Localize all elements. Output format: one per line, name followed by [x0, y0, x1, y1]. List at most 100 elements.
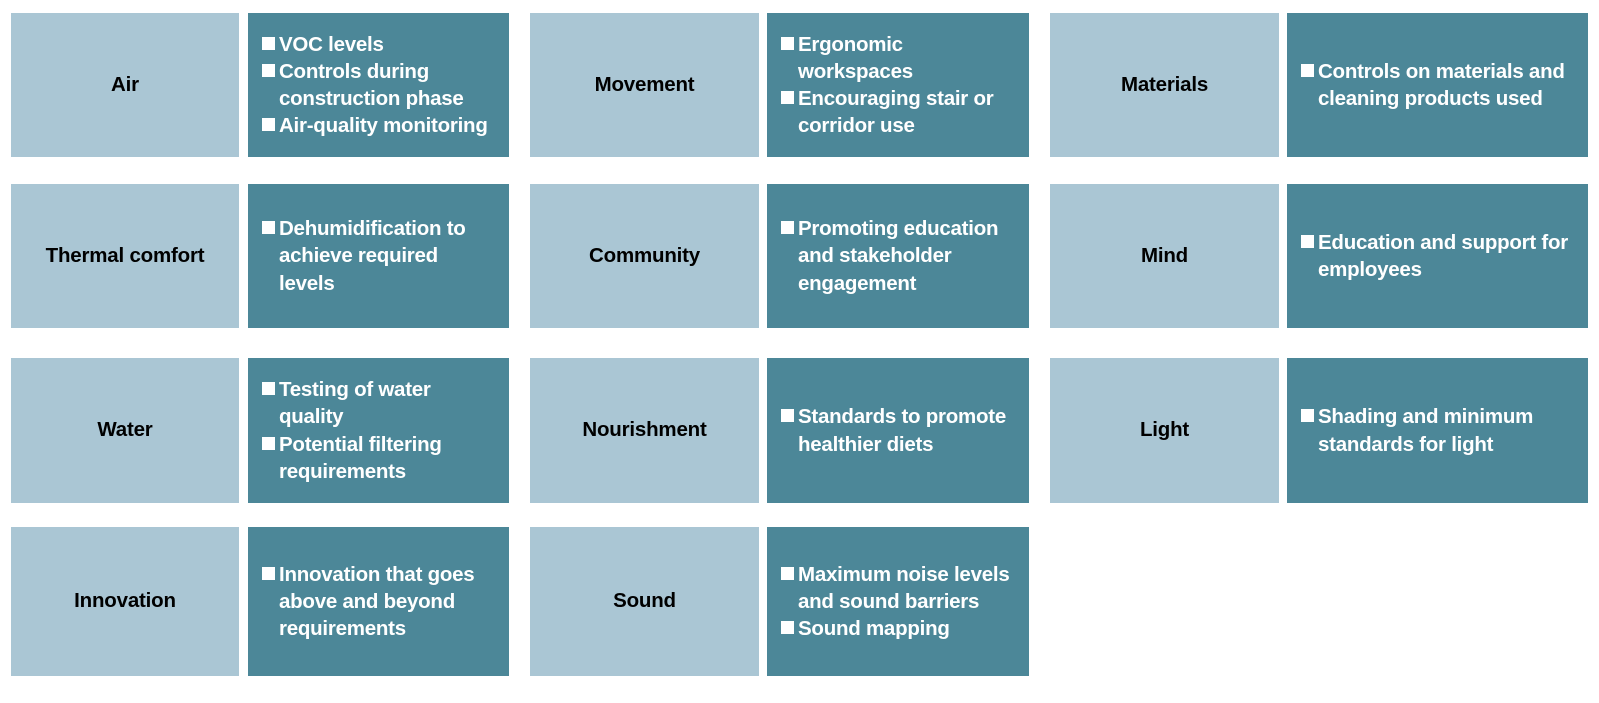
category-label: Mind [1140, 243, 1189, 267]
criteria-list: Standards to promote healthier diets [767, 403, 1029, 458]
category-label: Nourishment [582, 418, 707, 442]
criteria-list-item: VOC levels [262, 31, 497, 58]
criteria-item-text: Controls on materials and cleaning produ… [1318, 59, 1565, 110]
criteria-card[interactable]: Shading and minimum standards for light [1287, 358, 1588, 503]
criteria-list-item: Controls during construction phase [262, 58, 497, 113]
criteria-row: Thermal comfort Dehumidification to achie… [0, 184, 1599, 328]
criteria-pair: Light Shading and minimum standards for l… [1050, 358, 1588, 503]
criteria-list: Promoting education and stakeholder enga… [767, 215, 1029, 297]
category-card[interactable]: Nourishment [530, 358, 759, 503]
criteria-item-text: VOC levels [279, 32, 384, 56]
category-card[interactable]: Sound [530, 527, 759, 676]
criteria-pair: Thermal comfort Dehumidification to achie… [11, 184, 509, 328]
category-label: Water [97, 418, 153, 442]
criteria-list-item: Shading and minimum standards for light [1301, 403, 1576, 458]
category-card[interactable]: Mind [1050, 184, 1279, 328]
square-bullet-icon [781, 566, 794, 580]
category-card[interactable]: Materials [1050, 13, 1279, 157]
criteria-item-text: Maximum noise levels and sound barriers [798, 562, 1010, 613]
criteria-pair: Sound Maximum noise levels and sound barr… [530, 527, 1029, 676]
criteria-card[interactable]: Controls on materials and cleaning produ… [1287, 13, 1588, 157]
criteria-item-text: Promoting education and stakeholder enga… [798, 217, 999, 295]
category-card[interactable]: Air [11, 13, 239, 157]
criteria-item-text: Encouraging stair or corridor use [798, 87, 994, 138]
criteria-list-item: Encouraging stair or corridor use [781, 85, 1017, 140]
square-bullet-icon [781, 36, 794, 50]
criteria-card[interactable]: Innovation that goes above and beyond re… [248, 527, 509, 676]
square-bullet-icon [262, 118, 275, 132]
criteria-list-item: Ergonomic workspaces [781, 31, 1017, 86]
criteria-list: Dehumidification to achieve required lev… [248, 215, 509, 297]
square-bullet-icon [781, 409, 794, 423]
square-bullet-icon [262, 436, 275, 450]
category-card[interactable]: Movement [530, 13, 759, 157]
criteria-pair: Nourishment Standards to promote healthie… [530, 358, 1029, 503]
category-label: Thermal comfort [45, 243, 205, 267]
criteria-pair: Community Promoting education and stakeho… [530, 184, 1029, 328]
square-bullet-icon [262, 63, 275, 77]
criteria-list: Controls on materials and cleaning produ… [1287, 58, 1588, 113]
square-bullet-icon [262, 36, 275, 50]
square-bullet-icon [781, 221, 794, 235]
category-label: Movement [594, 72, 695, 96]
category-card[interactable]: Thermal comfort [11, 184, 239, 328]
criteria-list: Innovation that goes above and beyond re… [248, 561, 509, 643]
category-card[interactable]: Water [11, 358, 239, 503]
criteria-list-item: Dehumidification to achieve required lev… [262, 215, 497, 297]
criteria-list: Shading and minimum standards for light [1287, 403, 1588, 458]
category-label: Materials [1120, 72, 1209, 96]
criteria-list-item: Controls on materials and cleaning produ… [1301, 58, 1576, 113]
square-bullet-icon [781, 91, 794, 104]
criteria-pair: Mind Education and support for employees [1050, 184, 1588, 328]
criteria-item-text: Testing of water quality [279, 378, 431, 429]
criteria-list-item: Innovation that goes above and beyond re… [262, 561, 497, 643]
category-label: Light [1139, 418, 1190, 442]
category-label: Innovation [74, 589, 176, 613]
criteria-item-text: Shading and minimum standards for light [1318, 405, 1534, 456]
criteria-pair: Innovation Innovation that goes above and… [11, 527, 509, 676]
criteria-card[interactable]: Education and support for employees [1287, 184, 1588, 328]
square-bullet-icon [262, 221, 275, 235]
criteria-list-item: Air-quality monitoring [262, 112, 497, 139]
criteria-pair: Materials Controls on materials and clean… [1050, 13, 1588, 157]
square-bullet-icon [262, 382, 275, 395]
criteria-item-text: Ergonomic workspaces [798, 32, 913, 83]
criteria-list-item: Sound mapping [781, 615, 1017, 642]
category-card[interactable]: Innovation [11, 527, 239, 676]
criteria-item-text: Air-quality monitoring [279, 114, 488, 138]
criteria-row: Innovation Innovation that goes above and… [0, 527, 1599, 676]
criteria-list-item: Education and support for employees [1301, 229, 1576, 284]
criteria-item-text: Education and support for employees [1318, 230, 1568, 281]
criteria-item-text: Potential filtering requirements [279, 432, 442, 483]
criteria-list-item: Promoting education and stakeholder enga… [781, 215, 1017, 297]
square-bullet-icon [781, 621, 794, 635]
criteria-item-text: Standards to promote healthier diets [798, 405, 1006, 456]
criteria-item-text: Dehumidification to achieve required lev… [279, 217, 466, 295]
criteria-card[interactable]: Standards to promote healthier diets [767, 358, 1029, 503]
criteria-list-item: Standards to promote healthier diets [781, 403, 1017, 458]
criteria-item-text: Controls during construction phase [279, 59, 464, 110]
criteria-list: Education and support for employees [1287, 229, 1588, 284]
criteria-card[interactable]: Promoting education and stakeholder enga… [767, 184, 1029, 328]
category-card[interactable]: Community [530, 184, 759, 328]
square-bullet-icon [1301, 63, 1314, 77]
category-card[interactable]: Light [1050, 358, 1279, 503]
category-label: Sound [613, 589, 676, 613]
criteria-card[interactable]: Dehumidification to achieve required lev… [248, 184, 509, 328]
square-bullet-icon [1301, 234, 1314, 248]
square-bullet-icon [262, 566, 275, 580]
criteria-list-item: Testing of water quality [262, 376, 497, 431]
